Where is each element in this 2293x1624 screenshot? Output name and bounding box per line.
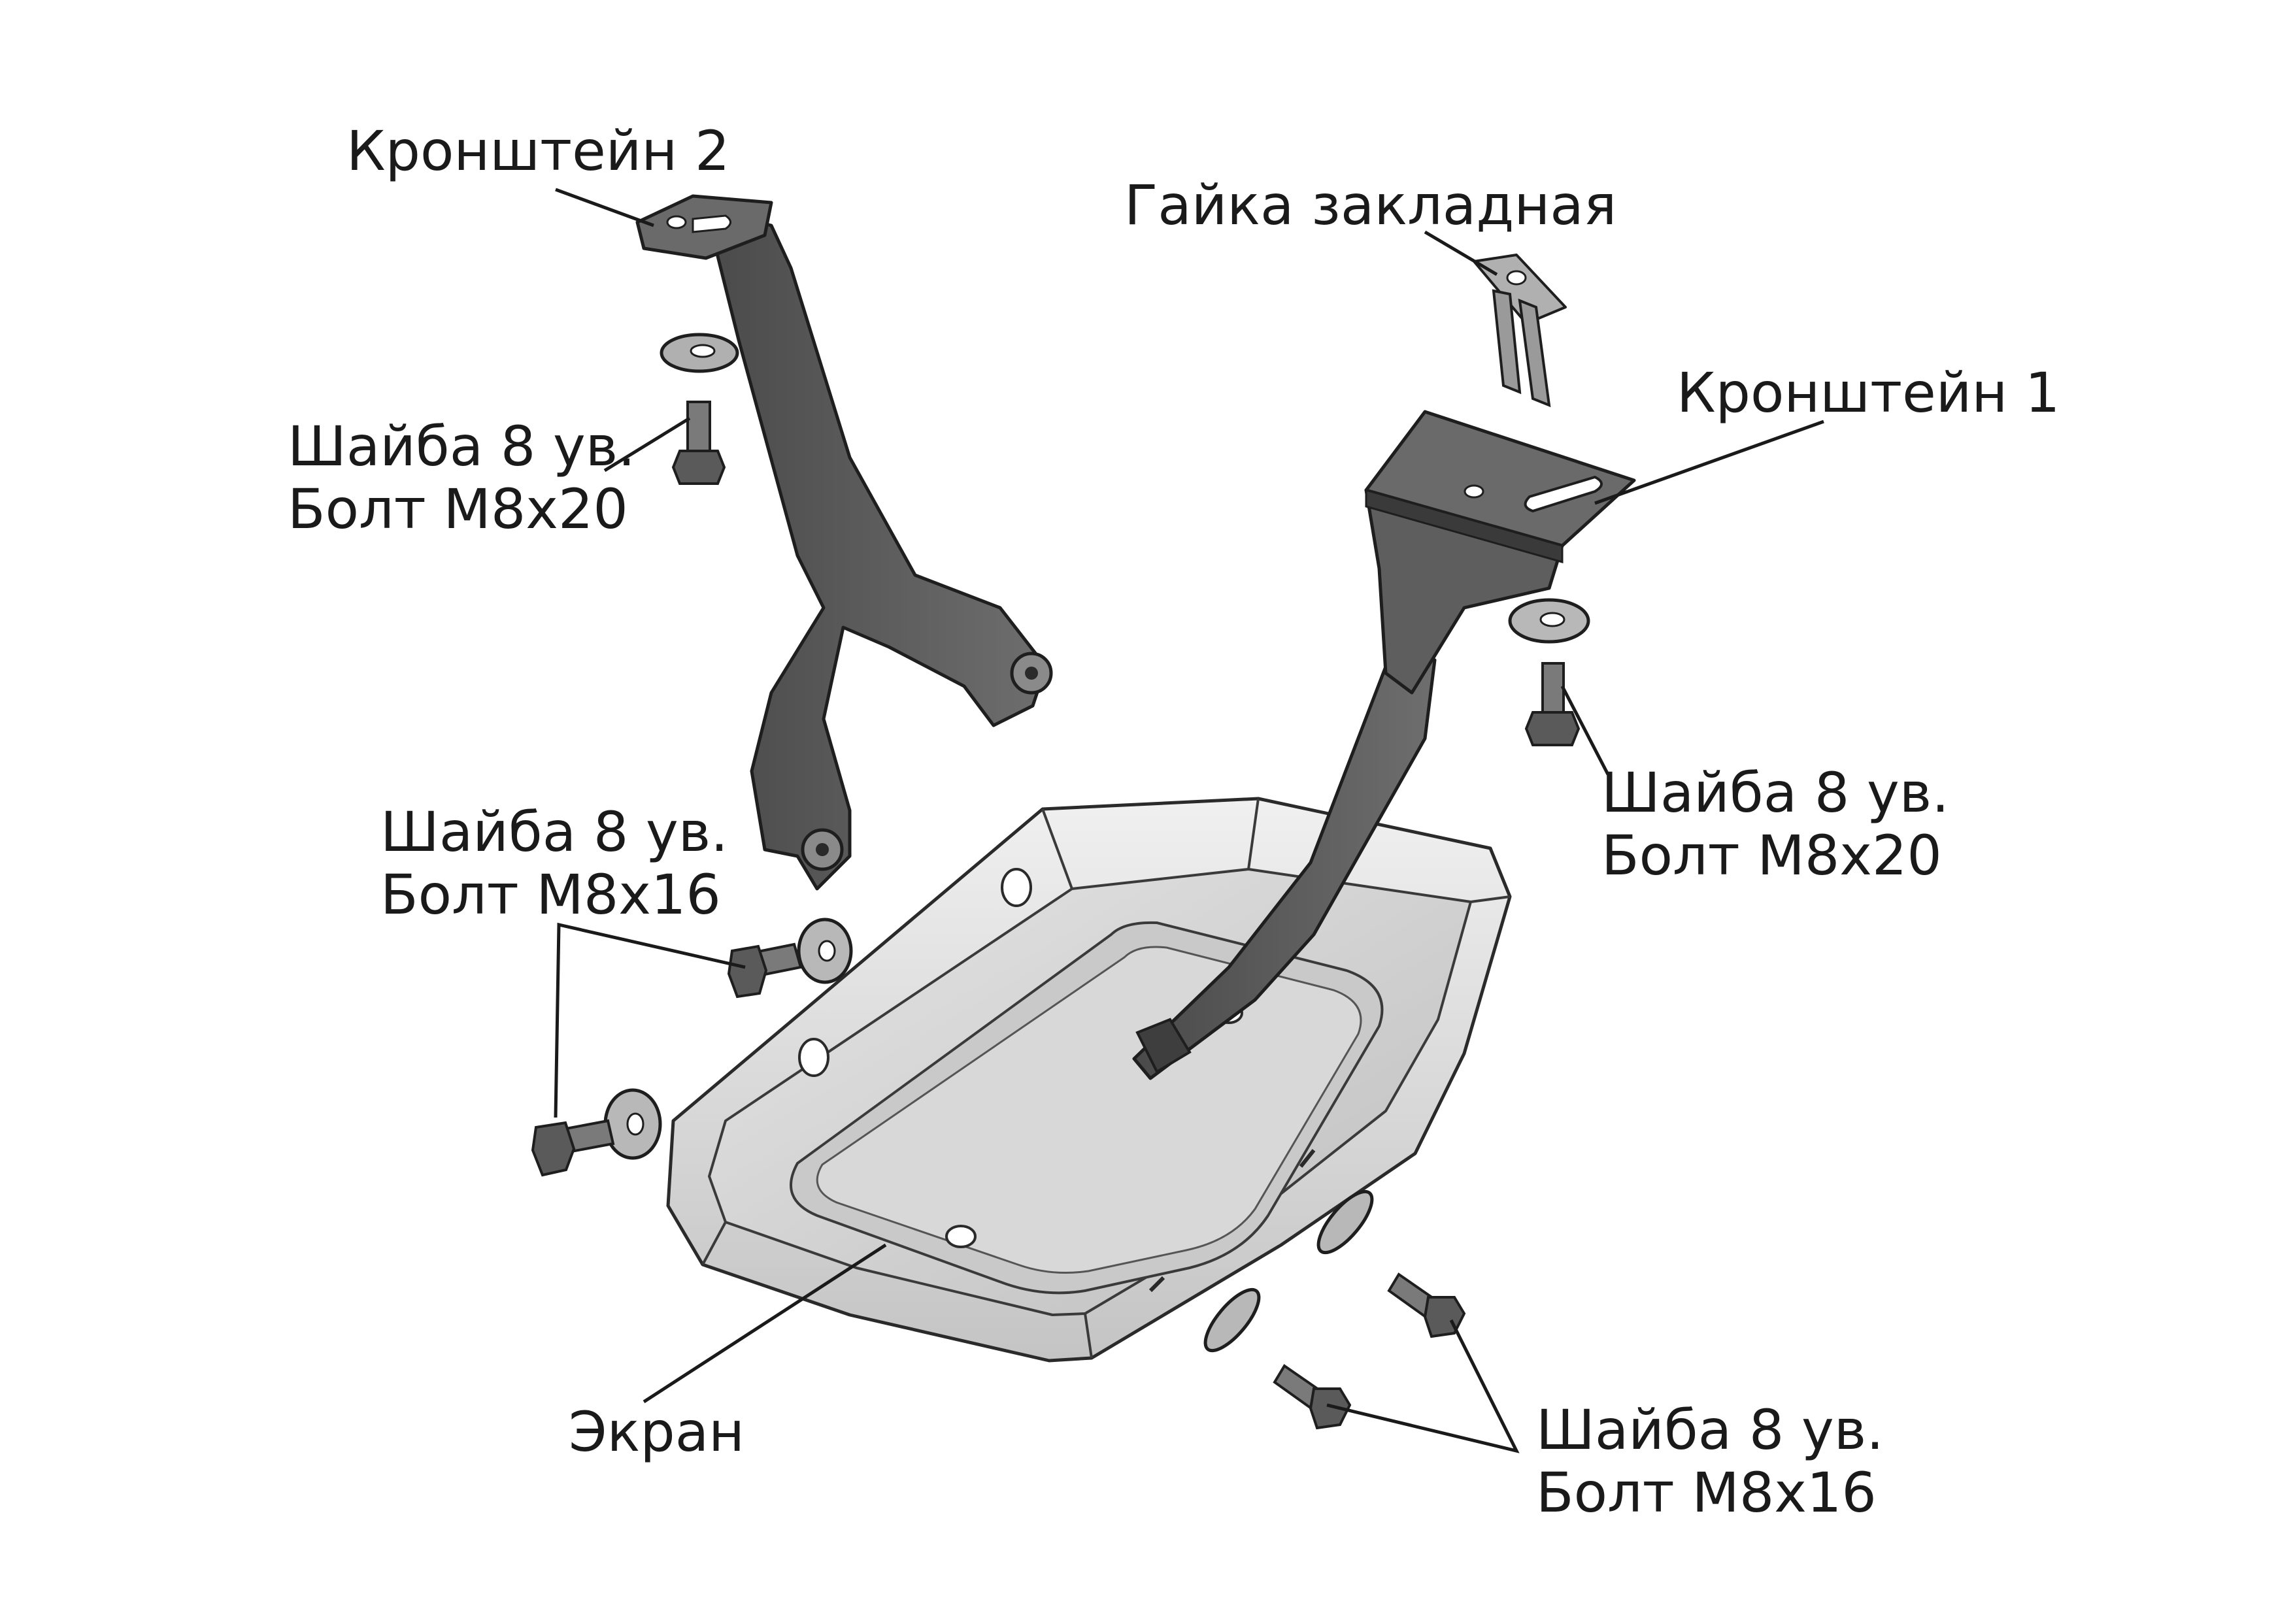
leader-bracket2 [555, 188, 654, 227]
leader-bracket1 [1594, 420, 1824, 505]
washer-top-left [660, 333, 739, 373]
label-bracket-1-text: Кронштейн 1 [1677, 361, 2060, 425]
label-screen: Экран [569, 1400, 745, 1463]
leader-bolt-right-bottom [1326, 1319, 1520, 1453]
label-washer-text: Шайба 8 ув. [1536, 1398, 1884, 1462]
bracket-2-body [704, 207, 1048, 891]
bracket-2-nut-hole [816, 843, 829, 856]
embedded-nut-leg [1492, 289, 1522, 395]
embedded-nut-plate [1473, 254, 1567, 325]
label-washer-text: Шайба 8 ув. [380, 800, 728, 864]
label-bolt-text: Болт М8х16 [1536, 1461, 1877, 1525]
leader-bolt-left-bottom [554, 922, 746, 1118]
washer-right-bottom-1 [1316, 1189, 1374, 1255]
label-bracket-1: Кронштейн 1 [1677, 361, 2060, 424]
bolt-right-bottom-1 [1387, 1272, 1466, 1338]
label-screen-text: Экран [569, 1400, 745, 1464]
washer-right-bottom-2 [1203, 1287, 1261, 1353]
screen-plate [666, 797, 1512, 1363]
screen-side-slot [1299, 1149, 1316, 1168]
label-embedded-nut: Гайка закладная [1124, 174, 1616, 237]
label-washer-text: Шайба 8 ув. [1601, 761, 1949, 825]
label-bolt-text: Болт М8х20 [1601, 823, 1942, 887]
label-bracket-2-text: Кронштейн 2 [346, 119, 730, 183]
label-fastener-left-bottom: Шайба 8 ув. Болт М8х16 [380, 801, 728, 926]
label-fastener-top-left: Шайба 8 ув. Болт М8х20 [288, 415, 635, 540]
bolt-top-left [671, 401, 726, 485]
leader-screen [643, 1243, 887, 1404]
bolt-left-bottom-1 [727, 942, 803, 999]
screen-mount-hole [798, 1038, 829, 1077]
label-bolt-text: Болт М8х20 [288, 477, 628, 541]
bracket-1-arm [1132, 658, 1437, 1080]
bolt-right-mid [1524, 662, 1581, 746]
bracket-1-flange-edge [1365, 489, 1564, 563]
bracket-2-top-hole [666, 215, 687, 229]
bracket-1 [1132, 410, 1636, 1080]
screen-bevel-line [1041, 808, 1073, 889]
bracket-1-foot [1135, 1018, 1192, 1074]
washer-right-mid [1508, 598, 1590, 644]
label-bolt-text: Болт М8х16 [380, 863, 721, 927]
label-fastener-right-mid: Шайба 8 ув. Болт М8х20 [1601, 761, 1949, 887]
leader-lines [554, 188, 1824, 1453]
label-embedded-nut-text: Гайка закладная [1124, 173, 1617, 237]
bolt-right-bottom-2 [1273, 1364, 1352, 1430]
screen-mount-hole [1001, 868, 1032, 907]
screen-recess-inner [816, 946, 1362, 1274]
screen-bevel-line [1247, 798, 1260, 870]
embedded-nut-hole [1506, 270, 1527, 286]
leader-bolt-top-left [603, 416, 691, 472]
screen-bevel-line [1084, 1313, 1093, 1359]
leader-bolt-right-mid [1560, 685, 1610, 776]
washer-left-bottom-2 [603, 1088, 662, 1160]
bolt-left-bottom-2 [531, 1119, 615, 1177]
label-bracket-2: Кронштейн 2 [346, 120, 729, 182]
leader-embedded-nut [1424, 230, 1498, 276]
bracket-2-nut-hole [1025, 667, 1038, 680]
embedded-nut-leg [1518, 298, 1551, 408]
label-fastener-right-bottom: Шайба 8 ув. Болт М8х16 [1536, 1399, 1884, 1524]
bracket-2 [635, 194, 1053, 891]
washer-left-bottom-1 [797, 918, 853, 984]
screen-bevel-line [701, 1221, 727, 1265]
bracket-2-top-slot [692, 214, 731, 233]
screen-side-slot [1148, 1276, 1165, 1293]
label-washer-text: Шайба 8 ув. [288, 414, 635, 478]
bracket-1-hole [1464, 484, 1484, 499]
screen-bevel-line [1470, 895, 1511, 903]
screen-mount-hole [945, 1225, 977, 1248]
embedded-nut [1473, 254, 1567, 408]
bracket-1-slot [1524, 475, 1603, 513]
